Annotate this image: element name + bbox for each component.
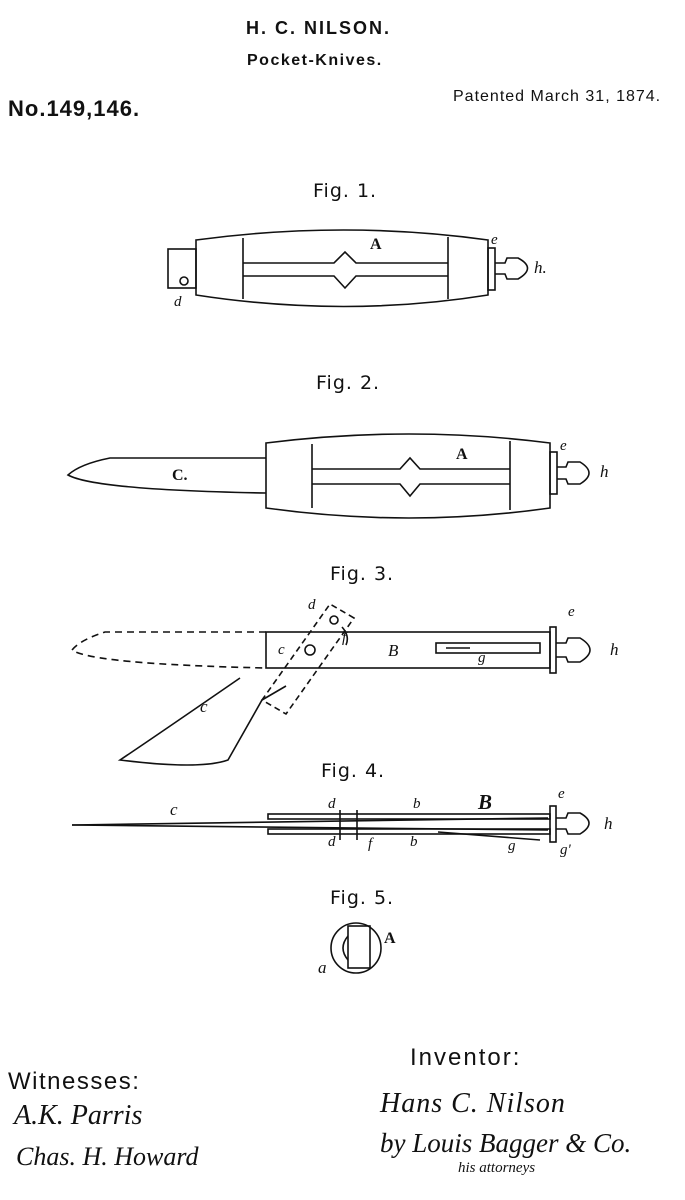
fig-1-label-e: e <box>491 232 498 248</box>
fig-3-label-c-pivot: c <box>278 642 285 658</box>
witness-signature-2: Chas. H. Howard <box>16 1142 199 1171</box>
attorney-note: his attorneys <box>458 1160 536 1176</box>
fig-3-label-g: g <box>478 650 486 666</box>
fig-1-label: Fig. 1. <box>313 180 378 202</box>
fig-2-label-a: A <box>456 446 468 463</box>
fig-4-label-b-bottom: b <box>410 834 418 850</box>
fig-4-label: Fig. 4. <box>321 760 386 782</box>
witnesses-label: Witnesses: <box>8 1068 141 1095</box>
fig-4-label-d-top: d <box>328 796 336 812</box>
fig-3-label-c-blade: c <box>200 697 208 716</box>
fig-4-label-c: c <box>170 800 178 819</box>
fig-3-label: Fig. 3. <box>330 563 395 585</box>
fig-3-label-e: e <box>568 604 575 620</box>
fig-4-label-g-prime: g' <box>560 842 571 858</box>
fig-5-label-a-upper: A <box>384 930 396 947</box>
inventor-label: Inventor: <box>410 1044 522 1071</box>
patent-date: Patented March 31, 1874. <box>453 88 662 105</box>
fig-3-label-f: f <box>342 630 347 646</box>
fig-4-label-b-main: B <box>478 790 493 814</box>
fig-3-label-b: B <box>388 641 399 660</box>
fig-2-label-e: e <box>560 438 567 454</box>
inventor-signature: Hans C. Nilson <box>380 1088 566 1119</box>
fig-3-label-d: d <box>308 597 316 613</box>
fig-5-label-a-lower: a <box>318 958 327 977</box>
fig-4-label-g: g <box>508 838 516 854</box>
fig-1-label-a: A <box>370 236 382 253</box>
attorney-signature: by Louis Bagger & Co. <box>380 1128 632 1158</box>
patent-title: Pocket-Knives. <box>247 52 383 69</box>
fig-2-label-h: h <box>600 462 609 481</box>
fig-3-label-h: h <box>610 640 619 659</box>
fig-4-label-e: e <box>558 786 565 802</box>
fig-4-label-b-top: b <box>413 796 421 812</box>
fig-1-label-h: h. <box>534 258 547 277</box>
fig-2-label: Fig. 2. <box>316 372 381 394</box>
fig-1-label-d: d <box>174 294 182 310</box>
fig-5-label: Fig. 5. <box>330 887 395 909</box>
patent-number: No.149,146. <box>8 96 141 121</box>
fig-4-label-h: h <box>604 814 613 833</box>
fig-4-label-f: f <box>368 836 373 852</box>
inventor-name: H. C. NILSON. <box>246 18 392 38</box>
witness-signature-1: A.K. Parris <box>14 1100 143 1131</box>
fig-4-label-d-bottom: d <box>328 834 336 850</box>
fig-2-label-c: C. <box>172 467 188 484</box>
